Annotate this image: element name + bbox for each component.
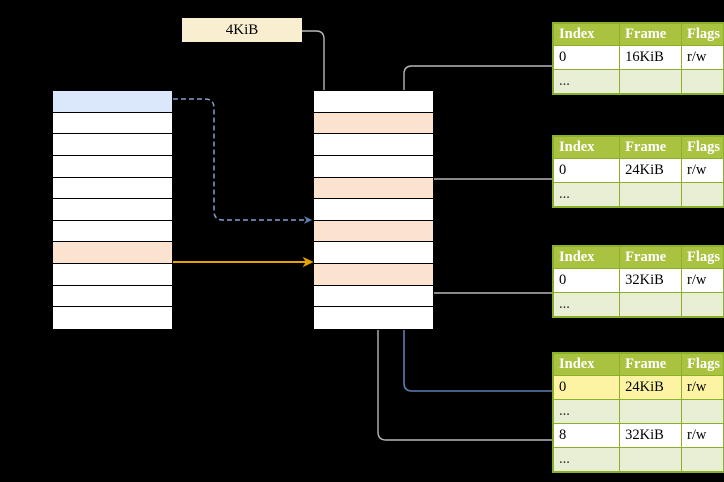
physical-frame-cell-10 [314, 307, 433, 329]
cell-index: 8 [552, 423, 621, 448]
cell-flags [681, 182, 724, 207]
cell-index: ... [552, 182, 621, 207]
cell-frame: 16KiB [619, 45, 683, 70]
physical-frame-cell-4 [314, 177, 433, 200]
wire-pt2-to-frame [420, 178, 552, 222]
cell-flags: r/w [681, 268, 724, 293]
cell-frame [619, 399, 683, 424]
cell-flags: r/w [681, 375, 724, 400]
cell-flags [681, 399, 724, 424]
physical-frame-cell-7 [314, 242, 433, 264]
virtual-page-cell-2 [53, 134, 172, 156]
cell-flags [681, 292, 724, 317]
column-header-flags: Flags [681, 23, 724, 46]
column-header-index: Index [552, 353, 621, 376]
cell-frame: 24KiB [619, 375, 683, 400]
column-header-frame: Frame [619, 353, 683, 376]
cell-frame [619, 447, 683, 472]
physical-frame-cell-2 [314, 134, 433, 156]
physical-frame-cell-5 [314, 199, 433, 221]
cell-index: 0 [552, 158, 621, 183]
column-header-index: Index [552, 246, 621, 269]
cell-flags: r/w [681, 423, 724, 448]
cell-index: ... [552, 69, 621, 94]
physical-frame-cell-0 [314, 91, 433, 113]
column-header-flags: Flags [681, 353, 724, 376]
cell-frame [619, 69, 683, 94]
cell-frame [619, 182, 683, 207]
virtual-page-cell-6 [53, 220, 172, 243]
column-header-flags: Flags [681, 136, 724, 159]
virtual-page-cell-8 [53, 264, 172, 286]
virtual-page-cell-0 [53, 91, 172, 113]
virtual-page-cell-7 [53, 242, 172, 264]
physical-memory-column [313, 90, 434, 330]
cell-index: ... [552, 292, 621, 317]
cell-flags: r/w [681, 45, 724, 70]
cell-index: ... [552, 447, 621, 472]
cell-index: ... [552, 399, 621, 424]
column-header-flags: Flags [681, 246, 724, 269]
wire-vaddr-blue [173, 98, 313, 224]
virtual-page-cell-3 [53, 155, 172, 178]
table-row[interactable]: ... [552, 399, 724, 424]
table-row[interactable]: ... [552, 182, 724, 207]
cell-index: 0 [552, 375, 621, 400]
virtual-page-cell-5 [53, 199, 172, 221]
column-header-index: Index [552, 136, 621, 159]
cell-flags [681, 447, 724, 472]
virtual-page-cell-10 [53, 307, 172, 329]
column-header-frame: Frame [619, 23, 683, 46]
virtual-page-cell-4 [53, 177, 172, 200]
cell-index: 0 [552, 45, 621, 70]
cell-frame: 32KiB [619, 268, 683, 293]
column-header-index: Index [552, 23, 621, 46]
cell-frame: 32KiB [619, 423, 683, 448]
physical-frame-cell-9 [314, 285, 433, 308]
column-header-frame: Frame [619, 136, 683, 159]
column-header-frame: Frame [619, 246, 683, 269]
physical-frame-cell-1 [314, 112, 433, 135]
virtual-page-cell-9 [53, 285, 172, 308]
cell-frame: 24KiB [619, 158, 683, 183]
physical-frame-cell-6 [314, 220, 433, 243]
virtual-page-cell-1 [53, 112, 172, 135]
page-size-label: 4KiB [182, 18, 302, 42]
table-row[interactable]: ... [552, 69, 724, 94]
virtual-address-space-column [52, 90, 173, 330]
table-row[interactable]: ... [552, 292, 724, 317]
cell-frame [619, 292, 683, 317]
cell-flags: r/w [681, 158, 724, 183]
physical-frame-cell-3 [314, 155, 433, 178]
cell-index: 0 [552, 268, 621, 293]
table-row[interactable]: ... [552, 447, 724, 472]
physical-frame-cell-8 [314, 264, 433, 286]
cell-flags [681, 69, 724, 94]
